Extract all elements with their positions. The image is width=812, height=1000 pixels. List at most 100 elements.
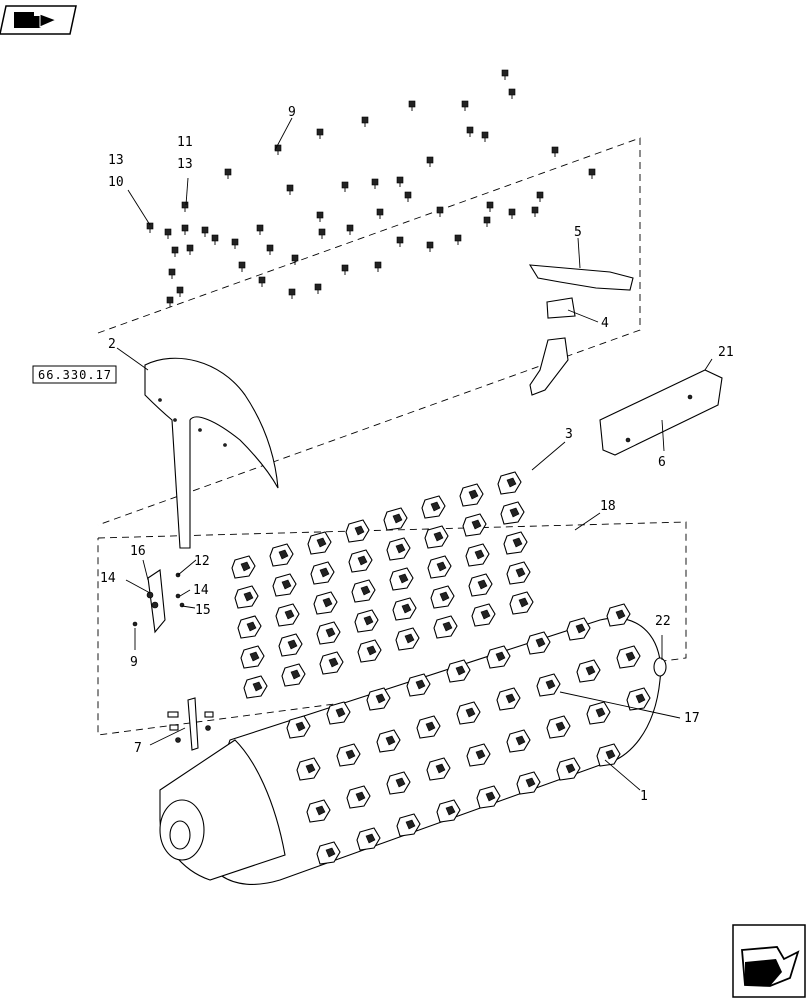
knife-shade-glyph [335,707,346,718]
reference-box[interactable]: 66.330.17 [32,365,117,384]
knife-shade-glyph [305,763,316,774]
knife-shade-glyph [322,597,333,608]
knife-shade-glyph [635,693,646,704]
knife-shade-glyph [243,591,254,602]
callout-13-left: 13 [108,153,124,168]
knife-shade-glyph [249,651,260,662]
knife-shade-glyph [325,627,336,638]
bolt-glyph [286,184,294,195]
bolt-glyph [361,116,369,127]
callout-1: 1 [640,789,648,804]
knife-shade-glyph [471,519,482,530]
knife-shade-glyph [287,639,298,650]
curved-shield-part [144,357,279,549]
knife-shade-glyph [295,721,306,732]
knife-shade-glyph [455,665,466,676]
knife-shade-glyph [392,513,403,524]
knife-shade-glyph [363,615,374,626]
knife-shade-glyph [425,721,436,732]
knife-shade-glyph [365,833,376,844]
callout-15: 15 [195,603,211,618]
book-arrow-icon[interactable] [0,5,77,35]
bolt-glyph [376,208,384,219]
bolt-glyph [426,241,434,252]
bolt-glyph [454,234,462,245]
bolt-glyph [314,283,322,294]
bolt-glyph [466,126,474,137]
hinge-parts [167,697,214,751]
bolt-glyph [508,208,516,219]
knife-shade-glyph [357,555,368,566]
bolt-hardware-group [146,69,596,307]
bolt-glyph [168,268,176,279]
bolt-glyph [181,201,189,212]
bolt-glyph [426,156,434,167]
callout-3: 3 [565,427,573,442]
bolt-glyph [588,168,596,179]
knife-shade-glyph [385,735,396,746]
knife-shade-glyph [290,669,301,680]
knife-shade-glyph [325,847,336,858]
bolt-glyph [316,128,324,139]
reference-label: 66.330.17 [38,368,112,382]
bolt-glyph [341,264,349,275]
bolt-glyph [201,226,209,237]
bolt-glyph [238,261,246,272]
knife-shade-glyph [366,645,377,656]
callout-22: 22 [655,614,671,629]
dashed-group-lines [97,137,687,736]
knife-shade-glyph [625,651,636,662]
knife-shade-glyph [415,679,426,690]
knife-shade-glyph [512,537,523,548]
knife-shade-glyph [535,637,546,648]
knife-shade-glyph [506,477,517,488]
knife-shade-glyph [465,707,476,718]
knife-shade-glyph [436,561,447,572]
bolt-glyph [396,236,404,247]
knife-shade-glyph [360,585,371,596]
bolt-glyph [536,191,544,202]
bolt-glyph [164,228,172,239]
bolt-glyph [266,244,274,255]
knife-shade-glyph [246,621,257,632]
knife-shade-glyph [495,651,506,662]
bolt-glyph [404,191,412,202]
next-page-arrow-icon[interactable] [732,924,806,998]
knife-shade-glyph [405,819,416,830]
callout-10: 10 [108,175,124,190]
knife-shade-glyph [328,657,339,668]
bolt-glyph [256,224,264,235]
knife-shade-glyph [565,763,576,774]
leader-lines [116,117,713,791]
bolt-glyph [436,206,444,217]
bolt-glyph [508,88,516,99]
bolt-glyph [211,234,219,245]
knife-shade-glyph [474,549,485,560]
knife-shade-glyph [615,609,626,620]
bolt-glyph [258,276,266,287]
knife-shade-glyph [395,777,406,788]
bolt-glyph [181,224,189,235]
knife-shade-glyph [518,597,529,608]
callout-9-top: 9 [288,105,296,120]
knife-shade-glyph [509,507,520,518]
knife-shade-glyph [278,549,289,560]
bolt-glyph [346,224,354,235]
knife-shade-glyph [355,791,366,802]
callout-labels: 9 13 10 11 13 5 4 2 21 6 3 18 16 12 14 1… [100,105,734,804]
knife-shade-glyph [585,665,596,676]
knife-shade-glyph [439,591,450,602]
rotor-drum [159,617,667,885]
knife-shade-glyph [319,567,330,578]
bolt-glyph [501,69,509,80]
bolt-glyph [166,296,174,307]
knife-shade-glyph [525,777,536,788]
bolt-glyph [396,176,404,187]
knife-shade-glyph [442,621,453,632]
knife-shade-glyph [605,749,616,760]
bolt-glyph [461,100,469,111]
knife-shade-glyph [575,623,586,634]
knife-group [231,471,651,865]
bolt-glyph [318,228,326,239]
